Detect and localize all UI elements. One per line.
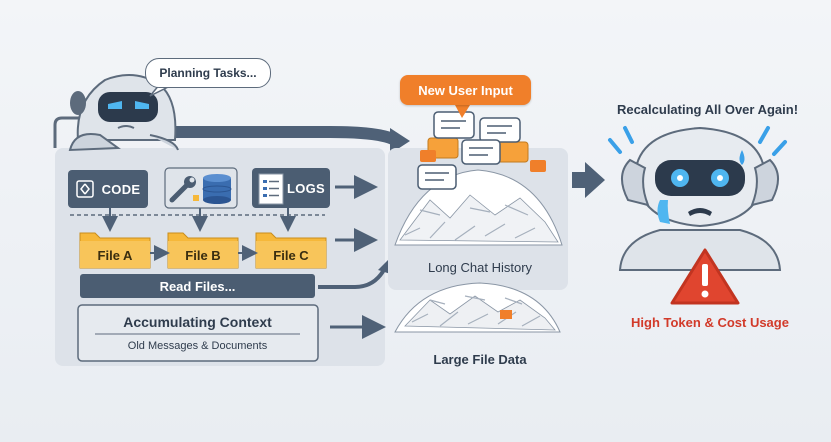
recalculating-heading: Recalculating All Over Again! [616, 101, 799, 117]
accumulating-context-subtitle: Old Messages & Documents [127, 340, 268, 352]
high-token-warning: High Token & Cost Usage [631, 314, 789, 330]
log-document-icon [258, 173, 284, 205]
arrow-read-to-history [318, 267, 387, 289]
large-file-data-caption: Large File Data [433, 351, 527, 367]
code-label: CODE [101, 181, 141, 197]
file-c-label: File C [273, 247, 309, 263]
arrow-right-icon [390, 128, 410, 154]
file-a-label: File A [97, 247, 133, 263]
folder-icon [255, 232, 327, 269]
planning-bubble: Planning Tasks... [145, 58, 271, 88]
code-icon [76, 180, 94, 198]
file-b-label: File B [185, 247, 221, 263]
paper-pile-icon [394, 282, 561, 333]
arrow-planning-to-history [175, 126, 398, 146]
panel-top-connector [53, 116, 175, 148]
accumulating-context-box [77, 304, 319, 362]
accumulating-context-title: Accumulating Context [123, 314, 272, 330]
new-user-input-bubble: New User Input [400, 75, 531, 105]
warning-triangle-icon [670, 248, 740, 305]
robot-icon [68, 74, 179, 152]
long-chat-history-caption: Long Chat History [427, 259, 533, 275]
read-files-bar: Read Files... [80, 274, 315, 298]
wrench-icon [169, 176, 196, 203]
folder-icon [167, 232, 239, 269]
robot-icon [608, 126, 787, 271]
chat-bubbles [417, 111, 546, 190]
database-icon [193, 174, 232, 204]
arrow-right-icon [572, 162, 605, 198]
code-tile [68, 170, 148, 208]
logs-label: LOGS [286, 180, 326, 196]
new-input-bubble-tail [455, 105, 470, 118]
folder-icon [79, 232, 151, 269]
